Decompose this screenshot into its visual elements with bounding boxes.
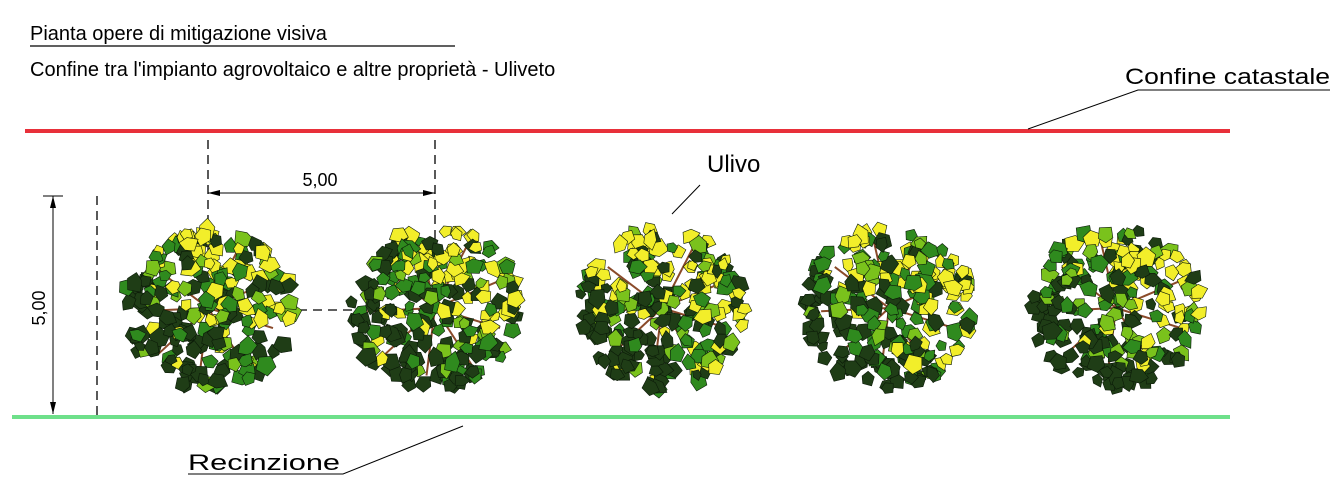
drawing-title: Pianta opere di mitigazione visiva [30,23,328,45]
dimension-arrow-top [50,196,56,208]
fence-leader-line [188,425,464,475]
tree-label: Ulivo [707,151,760,178]
olive-tree [345,225,526,394]
cadastral-leader-line [1027,89,1330,130]
cadastral-boundary-label: Confine catastale [1125,64,1330,89]
olive-tree [1024,224,1209,395]
olive-tree [797,221,979,394]
fence-label: Recinzione [188,450,340,475]
strip-width-dimension: 5,00 [29,195,98,416]
strip-width-value: 5,00 [29,290,49,325]
dimension-arrow-right [423,190,435,196]
dimension-arrow-left [208,190,220,196]
tree-leader-line [671,184,701,215]
tree-spacing-value: 5,00 [302,170,337,190]
drawing-subtitle: Confine tra l'impianto agrovoltaico e al… [30,59,555,81]
dimension-arrow-bottom [50,402,56,414]
olive-tree [119,217,303,395]
olive-tree [575,222,753,399]
olive-tree-row [119,217,1209,399]
